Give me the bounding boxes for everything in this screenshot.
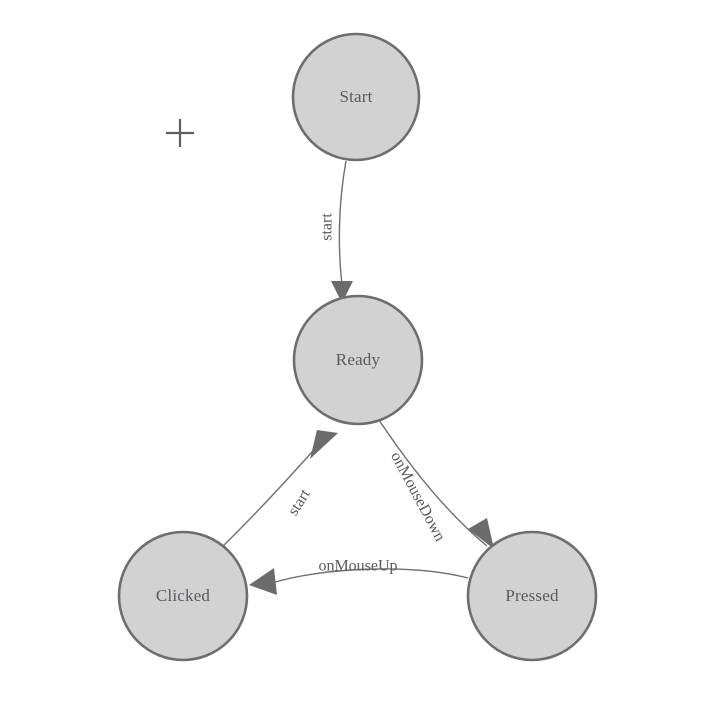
edge-ready-to-pressed[interactable]: onMouseDown (378, 419, 494, 549)
edge-label-pressed-to-clicked: onMouseUp (318, 558, 397, 575)
edge-start-to-ready-arrowhead (331, 281, 353, 303)
edge-clicked-to-ready-arrowhead (310, 430, 338, 459)
edge-label-clicked-to-ready: start (285, 486, 314, 519)
edge-pressed-to-clicked-arrowhead (249, 568, 277, 595)
node-pressed-label: Pressed (505, 586, 559, 605)
edge-pressed-to-clicked-path (271, 568, 469, 584)
node-start[interactable]: Start (291, 32, 421, 162)
node-clicked-label: Clicked (156, 586, 211, 605)
node-ready-circle[interactable] (292, 294, 424, 426)
plus-marker-icon (166, 119, 194, 147)
node-clicked-circle[interactable] (117, 530, 249, 662)
node-pressed[interactable]: Pressed (466, 530, 598, 662)
edge-pressed-to-clicked[interactable]: onMouseUp (249, 558, 469, 595)
edge-clicked-to-ready[interactable]: start (221, 430, 338, 548)
edge-start-to-ready[interactable]: start (319, 160, 353, 303)
edge-start-to-ready-path (338, 160, 347, 286)
node-start-circle[interactable] (291, 32, 421, 162)
edge-label-ready-to-pressed: onMouseDown (387, 449, 448, 544)
edge-ready-to-pressed-path (378, 419, 488, 547)
node-clicked[interactable]: Clicked (117, 530, 249, 662)
node-ready[interactable]: Ready (292, 294, 424, 426)
edge-ready-to-pressed-arrowhead (468, 518, 494, 549)
edge-label-start-to-ready: start (319, 213, 336, 241)
node-ready-label: Ready (336, 350, 381, 369)
node-pressed-circle[interactable] (466, 530, 598, 662)
node-start-label: Start (339, 87, 372, 106)
